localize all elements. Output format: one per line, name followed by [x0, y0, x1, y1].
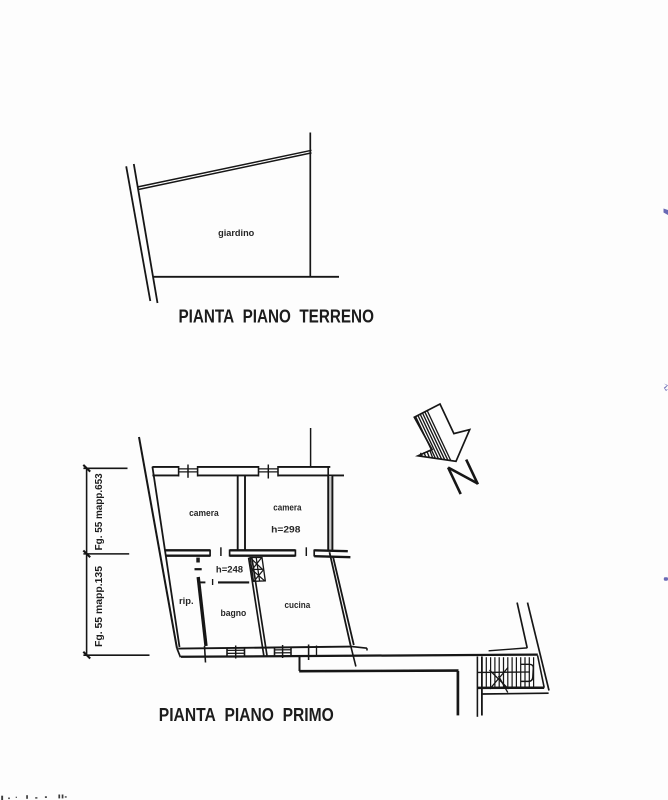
svg-text:camera: camera [273, 503, 302, 514]
svg-text:PIANTA PIANO TERRENO: PIANTA PIANO TERRENO [178, 306, 374, 327]
svg-text:giardino: giardino [218, 228, 254, 239]
svg-text:h=248: h=248 [216, 564, 243, 575]
svg-text:Fg. 55 mapp.653: Fg. 55 mapp.653 [94, 473, 105, 550]
svg-text:Fg. 55 mapp.135: Fg. 55 mapp.135 [94, 566, 105, 647]
svg-text:bagno: bagno [221, 608, 247, 619]
svg-text:rip.: rip. [179, 596, 194, 607]
svg-text:cucina: cucina [285, 600, 311, 611]
svg-text:PIANTA PIANO PRIMO: PIANTA PIANO PRIMO [159, 704, 334, 725]
svg-text:h=298: h=298 [271, 524, 300, 535]
svg-text:camera: camera [189, 508, 219, 519]
